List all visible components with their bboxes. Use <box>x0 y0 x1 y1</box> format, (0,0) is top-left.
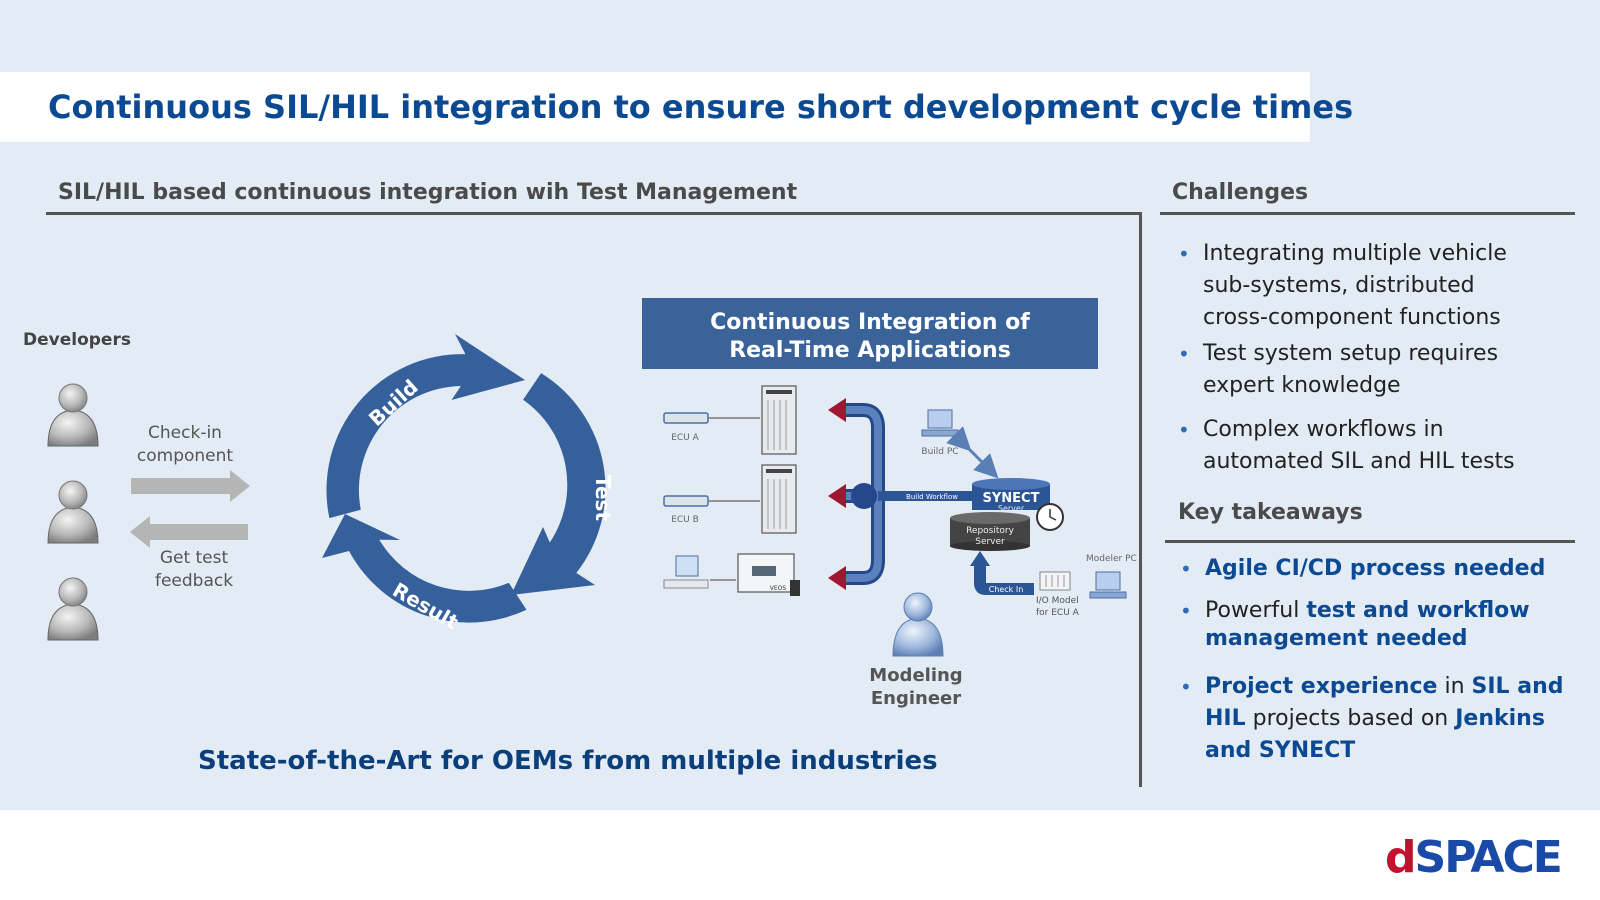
challenge-line: expert knowledge <box>1203 373 1401 398</box>
takeaway-highlight: Project experience <box>1205 674 1438 699</box>
takeaway-text: Powerful <box>1205 598 1307 623</box>
developer-avatar <box>47 577 99 641</box>
title-box <box>0 72 1310 142</box>
build-pc-icon <box>921 409 959 437</box>
modeling-engineer-line2: Engineer <box>871 688 961 709</box>
io-model-label-line1: I/O Model <box>1036 596 1079 606</box>
ci-title-box <box>642 298 1098 369</box>
ci-diagram: Developers Check-in component Get test f… <box>23 298 1137 709</box>
ecu-a-device <box>663 412 709 424</box>
takeaways-heading: Key takeaways <box>1178 500 1363 525</box>
takeaway-highlight: SIL and HIL <box>1205 674 1564 731</box>
developer-avatar <box>47 480 99 544</box>
ecu-a-label: ECU A <box>671 433 699 443</box>
challenge-line: sub-systems, distributed <box>1203 273 1475 298</box>
sil-pc-icon <box>663 555 709 589</box>
takeaway-text: in <box>1437 674 1472 699</box>
build-pc-link <box>946 426 999 479</box>
takeaway-highlight: Jenkins and SYNECT <box>1205 706 1545 763</box>
diagram-heading-rule <box>46 212 1142 215</box>
result-arrow <box>322 514 527 623</box>
logo-rest: SPACE <box>1414 832 1563 883</box>
synect-label: SYNECT <box>983 491 1040 506</box>
checkin-label-line1: Check-in <box>148 423 222 443</box>
build-workflow-arrows <box>828 398 978 590</box>
challenge-item: Integrating multiple vehicle sub-systems,… <box>1170 238 1590 334</box>
ecu-b-device <box>663 495 709 507</box>
takeaway-highlight: test and workflow management needed <box>1205 598 1530 651</box>
build-pc-label: Build PC <box>921 447 958 457</box>
modeling-engineer-line1: Modeling <box>869 665 962 686</box>
feedback-label-line1: Get test <box>160 548 229 568</box>
ci-title-line2: Real-Time Applications <box>729 338 1011 363</box>
page-title: Continuous SIL/HIL integration to ensure… <box>48 88 1354 126</box>
feedback-arrow <box>130 516 248 548</box>
hil-rack-a <box>761 385 797 455</box>
veos-label: VEOS <box>770 585 787 592</box>
challenge-item: Complex workflows in automated SIL and HI… <box>1170 414 1590 478</box>
dspace-logo: dSPACE <box>1385 832 1563 883</box>
io-model-icon <box>1039 571 1071 591</box>
clock-icon <box>1036 503 1064 531</box>
test-label: Test <box>591 475 615 521</box>
vertical-divider <box>1139 212 1142 787</box>
check-in-arrow <box>970 551 1034 595</box>
check-in-label: Check In <box>989 585 1024 594</box>
feedback-label-line2: feedback <box>155 571 233 591</box>
veos-monitor <box>737 553 800 596</box>
modeler-pc-icon <box>1089 571 1127 599</box>
diagram-tagline: State-of-the-Art for OEMs from multiple … <box>198 746 938 776</box>
ecu-b-label: ECU B <box>671 515 699 525</box>
repository-server-icon <box>950 512 1030 551</box>
repository-label-line1: Repository <box>966 526 1015 536</box>
challenges-list: Integrating multiple vehicle sub-systems,… <box>1170 238 1590 478</box>
checkin-label-line2: component <box>137 446 234 466</box>
build-workflow-label: Build Workflow <box>906 493 958 501</box>
challenge-line: Integrating multiple vehicle <box>1203 241 1507 266</box>
challenges-rule <box>1160 212 1575 215</box>
challenge-line: cross-component functions <box>1203 305 1501 330</box>
developers-label: Developers <box>23 330 131 350</box>
cycle-diagram: Build Test Result <box>322 334 615 634</box>
build-arrow <box>326 334 525 519</box>
diagram-heading: SIL/HIL based continuous integration wih… <box>58 180 798 205</box>
developer-avatar <box>47 383 99 447</box>
takeaway-text: Agile CI/CD process needed <box>1205 556 1546 581</box>
challenge-line: Test system setup requires <box>1203 341 1499 366</box>
modeling-engineer-avatar <box>892 592 944 657</box>
ci-title-line1: Continuous Integration of <box>710 310 1030 335</box>
challenge-line: Complex workflows in <box>1203 417 1444 442</box>
checkin-arrow <box>131 470 250 502</box>
challenge-item: Test system setup requires expert knowled… <box>1170 338 1590 402</box>
test-arrow <box>511 373 606 595</box>
takeaways-list: Agile CI/CD process needed Powerful test… <box>1172 553 1592 767</box>
challenges-heading: Challenges <box>1172 180 1309 205</box>
takeaways-rule <box>1165 540 1575 543</box>
modeler-pc-label: Modeler PC <box>1086 554 1137 564</box>
hil-rack-b <box>761 464 797 534</box>
takeaway-item: Powerful test and workflow management ne… <box>1172 597 1592 653</box>
synect-server-label: Server <box>998 504 1025 513</box>
takeaway-item: Project experience in SIL and HIL projec… <box>1172 671 1592 767</box>
takeaway-text: projects based on <box>1245 706 1456 731</box>
challenge-line: automated SIL and HIL tests <box>1203 449 1515 474</box>
synect-server-icon <box>972 478 1050 510</box>
logo-d: d <box>1385 832 1416 883</box>
io-model-label-line2: for ECU A <box>1036 608 1080 618</box>
takeaway-item: Agile CI/CD process needed <box>1172 553 1592 585</box>
repository-label-line2: Server <box>975 537 1005 547</box>
